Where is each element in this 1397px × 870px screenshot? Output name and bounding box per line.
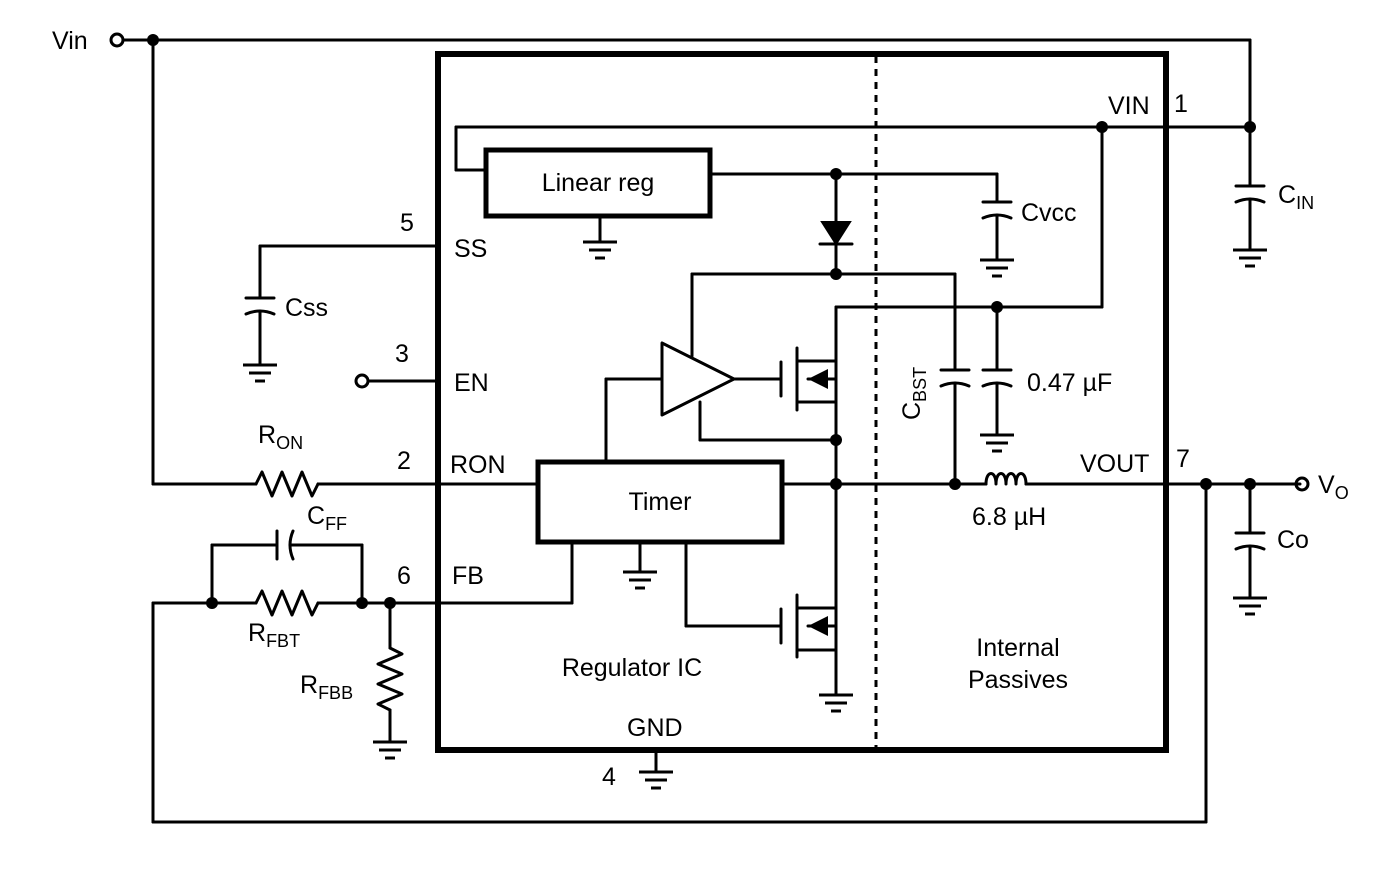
pin2-number: 2	[397, 447, 411, 475]
rfbt-resistor	[151, 589, 392, 617]
internal-passives-label-line1: Internal	[976, 634, 1059, 662]
pin1-number: 1	[1174, 90, 1188, 118]
timer-block	[535, 459, 785, 545]
pin4-number: 4	[602, 763, 616, 791]
feedback-loop	[151, 478, 1212, 824]
rfbb-resistor	[371, 601, 409, 760]
co-capacitor	[1231, 478, 1269, 616]
rfbb-label: RFBB	[300, 671, 353, 703]
boot-net	[690, 272, 957, 372]
linear-reg-block	[483, 147, 713, 219]
regulator-ic-label: Regulator IC	[562, 654, 702, 682]
high-side-mosfet	[779, 305, 842, 486]
pin3-number: 3	[395, 340, 409, 368]
ron-resistor	[151, 470, 540, 498]
en-terminal	[354, 373, 440, 389]
low-side-mosfet	[684, 540, 855, 713]
linear-reg-ground	[581, 214, 619, 260]
cvcc-label: Cvcc	[1021, 199, 1077, 227]
cap-047uf-label: 0.47 µF	[1027, 369, 1112, 397]
inductor-value-label: 6.8 µH	[972, 503, 1046, 531]
css-label: Css	[285, 294, 328, 322]
switch-node	[780, 478, 988, 602]
gnd-pin-symbol	[637, 748, 675, 790]
pin7-number: 7	[1176, 445, 1190, 473]
css-capacitor	[241, 244, 440, 383]
pin-vin-label: VIN	[1108, 92, 1150, 120]
cvcc-capacitor	[978, 172, 1016, 278]
vcc-net	[708, 168, 999, 224]
pin-ron-label: RON	[450, 451, 506, 479]
vin-terminal-label: Vin	[52, 27, 88, 55]
internal-passives-label-line2: Passives	[968, 666, 1068, 694]
vo-terminal-label: VO	[1318, 471, 1349, 503]
cbst-label: CBST	[898, 367, 930, 420]
pin-gnd-label: GND	[627, 714, 683, 742]
gate-driver-buffer	[604, 341, 838, 464]
cbst-capacitor	[939, 368, 971, 486]
vin-internal-rail	[454, 121, 1256, 309]
pin-ss-label: SS	[454, 235, 487, 263]
pin6-number: 6	[397, 562, 411, 590]
cff-capacitor	[210, 529, 364, 605]
linear-reg-label: Linear reg	[542, 169, 655, 197]
pin-en-label: EN	[454, 369, 489, 397]
vo-terminal	[1294, 476, 1310, 492]
ron-label: RON	[258, 421, 303, 453]
regulator-ic-box	[435, 51, 1169, 753]
pin-vout-label: VOUT	[1080, 450, 1149, 478]
cin-capacitor	[1231, 126, 1269, 268]
pin-fb-label: FB	[452, 562, 484, 590]
input-capacitor-047uf	[978, 301, 1016, 453]
cff-label: CFF	[307, 502, 347, 534]
vin-rail	[109, 32, 1252, 486]
co-label: Co	[1277, 526, 1309, 554]
timer-label: Timer	[629, 488, 692, 516]
pin5-number: 5	[400, 209, 414, 237]
timer-ground	[621, 540, 659, 590]
rfbt-label: RFBT	[248, 619, 300, 651]
cin-label: CIN	[1278, 181, 1314, 213]
bootstrap-diode	[818, 221, 854, 280]
